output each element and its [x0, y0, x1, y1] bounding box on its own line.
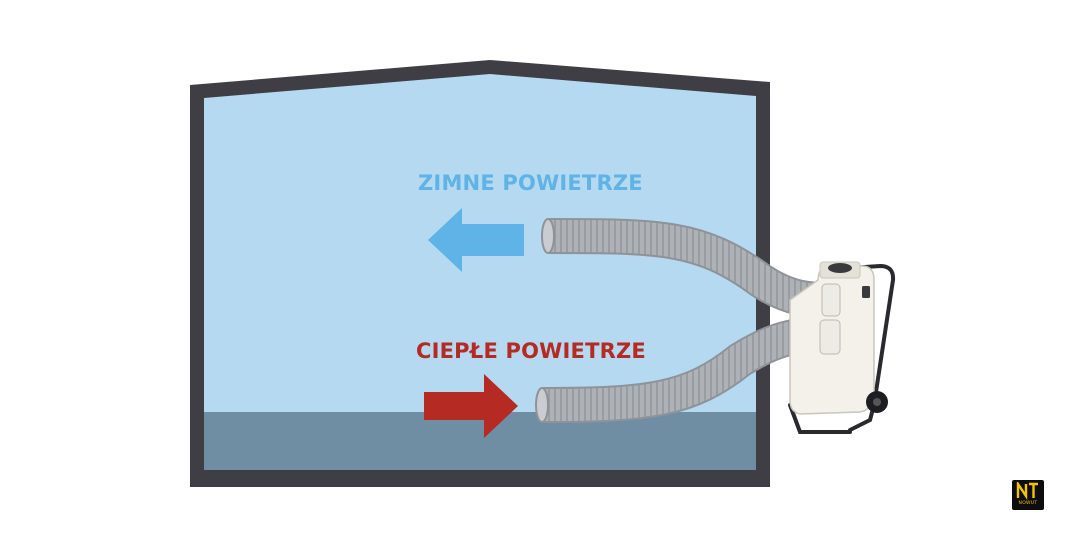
- brand-logo: NOWUT: [1012, 480, 1044, 510]
- unit-collar-bottom: [819, 319, 841, 355]
- hose-warm-end: [535, 387, 549, 423]
- arrow-right-icon: [424, 374, 518, 438]
- room-interior: [204, 74, 756, 470]
- unit-frame-base: [788, 403, 852, 434]
- unit-wheel-hub: [873, 398, 881, 406]
- building: [190, 60, 770, 487]
- brand-logo-text: NOWUT: [1018, 501, 1038, 506]
- dehumidifier-icon: [788, 261, 896, 434]
- unit-handle: [848, 263, 896, 432]
- brand-logo-icon: [1016, 482, 1038, 500]
- arrow-left-icon: [428, 208, 524, 272]
- hose-cold-end: [541, 218, 555, 254]
- cold-air-label: ZIMNE POWIETRZE: [418, 171, 643, 195]
- warm-air-label: CIEPŁE POWIETRZE: [416, 339, 646, 363]
- floor-water: [204, 412, 756, 470]
- unit-collar-top: [821, 283, 841, 317]
- unit-fan: [828, 263, 852, 273]
- unit-control-panel: [862, 286, 870, 298]
